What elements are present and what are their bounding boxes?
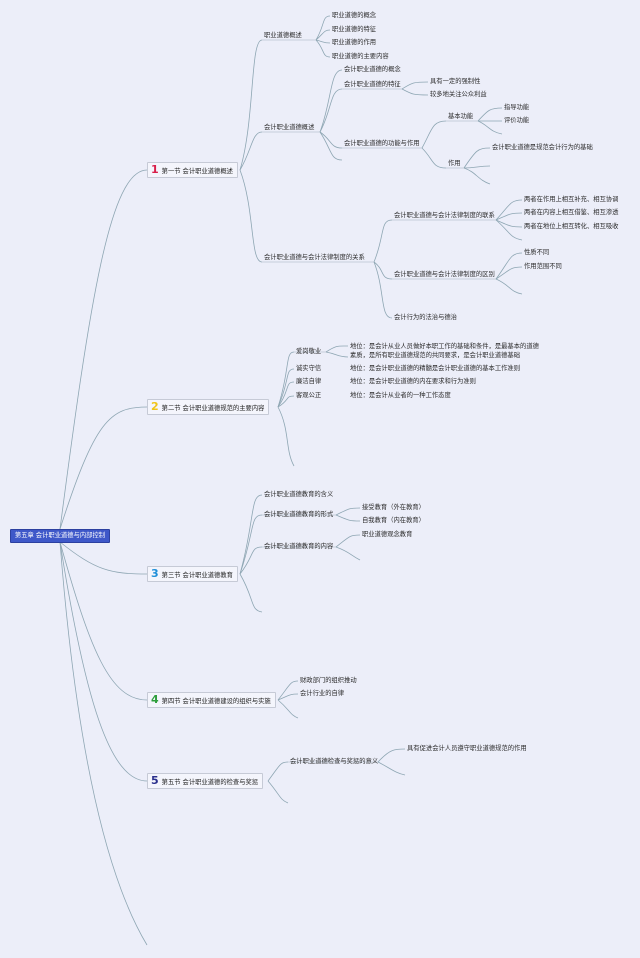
section-label: 第四节 会计职业道德建设的组织与实施 — [161, 697, 271, 705]
topic-node[interactable]: 会计职业道德与会计法律制度的区别 — [394, 271, 495, 278]
topic-node[interactable]: 职业道德的主要内容 — [332, 53, 389, 60]
topic-node[interactable]: 具有促进会计人员遵守职业道德规范的作用 — [407, 745, 527, 752]
section-number: 1 — [151, 163, 159, 176]
topic-node[interactable]: 较多地关注公众利益 — [430, 91, 487, 98]
topic-node[interactable]: 作用 — [448, 160, 461, 167]
topic-node[interactable]: 会计行业的自律 — [300, 690, 345, 697]
note-node[interactable]: 地位：是会计职业道德的精髓是会计职业道德的基本工作准则 — [350, 365, 521, 372]
topic-node[interactable]: 接受教育（外在教育） — [362, 504, 425, 511]
topic-node[interactable]: 评价功能 — [504, 117, 530, 124]
topic-node[interactable]: 职业道德的特征 — [332, 26, 377, 33]
topic-node[interactable]: 自我教育（内在教育） — [362, 517, 425, 524]
section-5[interactable]: 5 第五节 会计职业道德的检查与奖惩 — [147, 773, 264, 789]
topic-node[interactable]: 财政部门的组织推动 — [300, 677, 357, 684]
section-label: 第三节 会计职业道德教育 — [161, 571, 233, 579]
topic-node[interactable]: 作用范围不同 — [524, 263, 562, 270]
section-4[interactable]: 4 第四节 会计职业道德建设的组织与实施 — [147, 692, 276, 708]
note-node[interactable]: 地位：是会计从业者的一种工作态度 — [350, 392, 451, 399]
topic-node[interactable]: 会计职业道德教育的含义 — [264, 491, 334, 498]
section-number: 5 — [151, 774, 159, 787]
topic-node[interactable]: 会计职业道德与会计法律制度的关系 — [264, 254, 365, 261]
topic-node[interactable]: 会计职业道德的特征 — [344, 81, 401, 88]
section-label: 第一节 会计职业道德概述 — [161, 167, 233, 175]
topic-node[interactable]: 会计职业道德概述 — [264, 124, 315, 131]
topic-node[interactable]: 会计职业道德的概念 — [344, 66, 401, 73]
topic-node[interactable]: 会计职业道德与会计法律制度的联系 — [394, 212, 495, 219]
topic-node[interactable]: 职业道德的作用 — [332, 39, 377, 46]
section-number: 3 — [151, 567, 159, 580]
topic-node[interactable]: 两者在作用上相互补充、相互协调 — [524, 196, 619, 203]
topic-node[interactable]: 两者在内容上相互借鉴、相互渗透 — [524, 209, 619, 216]
topic-node[interactable]: 基本功能 — [448, 113, 474, 120]
topic-node[interactable]: 具有一定的强制性 — [430, 78, 481, 85]
section-1[interactable]: 1 第一节 会计职业道德概述 — [147, 162, 238, 178]
topic-node[interactable]: 廉洁自律 — [296, 378, 322, 385]
topic-node[interactable]: 会计职业道德教育的内容 — [264, 543, 334, 550]
topic-node[interactable]: 客观公正 — [296, 392, 322, 399]
topic-node[interactable]: 职业道德观念教育 — [362, 531, 413, 538]
topic-node[interactable]: 职业道德的概念 — [332, 12, 377, 19]
root-topic[interactable]: 第五章 会计职业道德与内部控制 — [10, 529, 110, 543]
topic-node[interactable]: 诚实守信 — [296, 365, 322, 372]
topic-node[interactable]: 爱岗敬业 — [296, 348, 322, 355]
section-2[interactable]: 2 第二节 会计职业道德规范的主要内容 — [147, 399, 270, 415]
topic-node[interactable]: 会计职业道德的功能与作用 — [344, 140, 420, 147]
section-number: 4 — [151, 693, 159, 706]
topic-node[interactable]: 会计职业道德教育的形式 — [264, 511, 334, 518]
section-label: 第二节 会计职业道德规范的主要内容 — [161, 404, 265, 412]
topic-node[interactable]: 会计行为的法治与德治 — [394, 314, 457, 321]
topic-node[interactable]: 职业道德概述 — [264, 32, 302, 39]
topic-node[interactable]: 会计职业道德检查与奖惩的意义 — [290, 758, 379, 765]
section-3[interactable]: 3 第三节 会计职业道德教育 — [147, 566, 238, 582]
section-label: 第五节 会计职业道德的检查与奖惩 — [161, 778, 259, 786]
topic-node[interactable]: 两者在地位上相互转化、相互吸收 — [524, 223, 619, 230]
topic-node[interactable]: 指导功能 — [504, 104, 530, 111]
note-node[interactable]: 地位：是会计从业人员做好本职工作的基础和条件，是最基本的道德素质，是所有职业道德… — [350, 343, 539, 359]
topic-node[interactable]: 性质不同 — [524, 249, 550, 256]
topic-node[interactable]: 会计职业道德是规范会计行为的基础 — [492, 144, 593, 151]
note-node[interactable]: 地位：是会计职业道德的内在要求和行为准则 — [350, 378, 476, 385]
section-number: 2 — [151, 400, 159, 413]
